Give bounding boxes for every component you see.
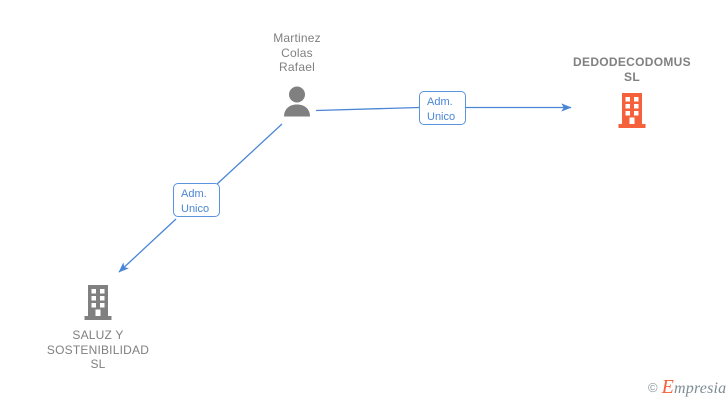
node-person-label: Martinez Colas Rafael (273, 31, 321, 74)
edge-line-person-to-saluz (215, 123, 283, 186)
person-icon (284, 86, 310, 116)
node-company-saluz-label: SALUZ Y SOSTENIBILIDAD SL (46, 328, 150, 371)
edge-label-adm-unico-saluz[interactable]: Adm. Unico (173, 183, 220, 217)
watermark-brand-initial: E (661, 376, 675, 398)
node-company-dedodecodomus-label: DEDODECODOMUS SL (573, 55, 691, 84)
edge-label-adm-unico-dedodecodomus[interactable]: Adm. Unico (419, 91, 466, 125)
building-icon (618, 93, 646, 128)
node-company-saluz-icon-wrap (18, 282, 178, 322)
node-company-dedodecodomus-icon-wrap (552, 90, 712, 130)
watermark-brand: Empresia (662, 376, 727, 399)
building-icon (84, 285, 112, 320)
node-company-dedodecodomus[interactable]: DEDODECODOMUS SL (552, 55, 712, 130)
node-person-icon-wrap (237, 83, 357, 119)
copyright-icon: © (648, 380, 658, 395)
node-company-saluz[interactable]: SALUZ Y SOSTENIBILIDAD SL (18, 282, 178, 372)
watermark: © Empresia (648, 376, 726, 399)
node-person[interactable]: Martinez Colas Rafael (237, 31, 357, 119)
edge-line-person-to-saluz-tail (118, 218, 177, 273)
watermark-brand-rest: mpresia (674, 380, 727, 397)
